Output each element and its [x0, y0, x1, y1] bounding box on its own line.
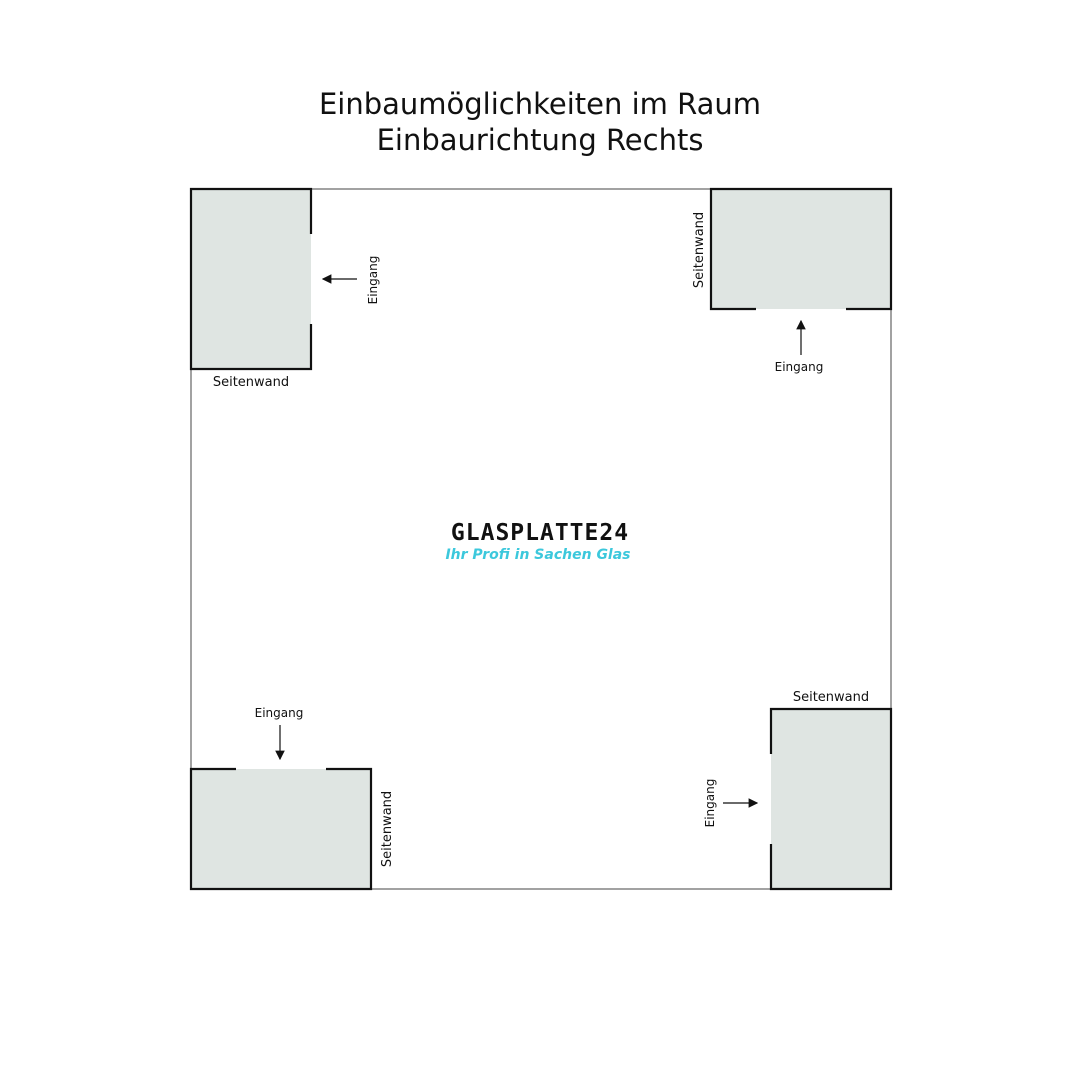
room-outline	[190, 188, 892, 890]
side-wall-label: Seitenwand	[380, 791, 395, 867]
unit-bottom-right: Eingang Seitenwand	[703, 690, 893, 891]
side-wall-label: Seitenwand	[793, 690, 869, 705]
unit-top-left: Eingang Seitenwand	[189, 187, 380, 390]
entrance-label: Eingang	[775, 360, 824, 374]
entrance-label: Eingang	[255, 706, 304, 720]
title-line-1: Einbaumöglichkeiten im Raum	[318, 87, 762, 121]
entrance-label: Eingang	[366, 256, 380, 305]
unit-top-right: Eingang Seitenwand	[692, 187, 893, 374]
side-wall-label: Seitenwand	[213, 375, 289, 390]
title-line-2: Einbaurichtung Rechts	[376, 123, 704, 157]
entrance-label: Eingang	[703, 779, 717, 828]
logo-slogan: Ihr Profi in Sachen Glas	[445, 547, 630, 563]
logo-name: GLASPLATTE24	[451, 520, 629, 546]
logo: GLASPLATTE24 Ihr Profi in Sachen Glas	[445, 520, 630, 563]
side-wall-label: Seitenwand	[692, 212, 707, 288]
unit-bottom-left: Eingang Seitenwand	[189, 706, 395, 891]
